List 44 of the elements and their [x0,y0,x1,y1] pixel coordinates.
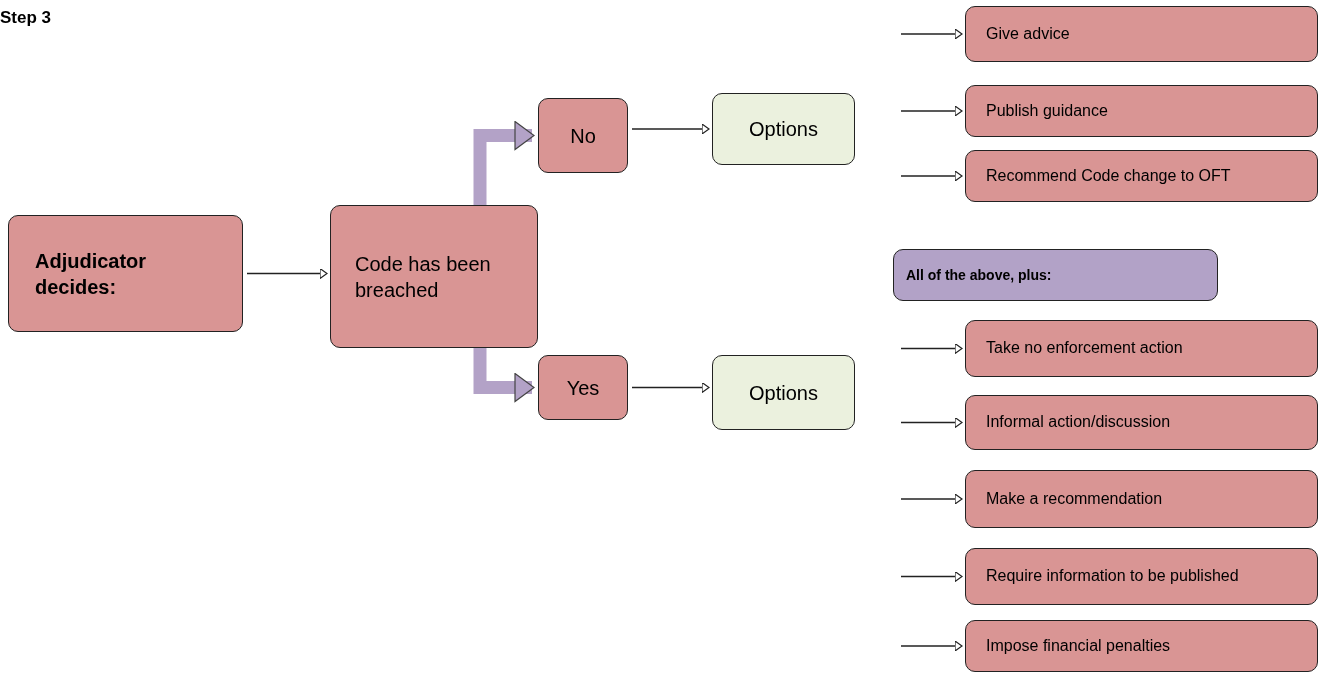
box-label: No [570,123,596,149]
arrow [473,120,535,205]
process-box [965,150,1318,202]
box-label: Impose financial penalties [986,635,1171,656]
arrow [631,123,710,135]
process-box [538,98,628,173]
process-box [965,548,1318,605]
arrow [900,416,963,429]
box-label: Informal action/discussion [986,412,1171,433]
arrow [900,570,963,583]
arrow [900,170,963,182]
box-label: Make a recommendation [986,488,1163,509]
process-box [965,470,1318,528]
arrow [900,342,963,355]
process-box [538,355,628,420]
options-box [712,93,855,165]
box-label: Take no enforcement action [986,338,1183,359]
process-box [965,6,1318,62]
box-label: Adjudicator decides: [35,248,148,300]
arrow [900,28,963,40]
process-box [330,205,538,348]
box-label: Options [749,117,818,142]
process-box [8,215,243,332]
box-label: Require information to be published [986,566,1239,587]
box-label: Yes [566,375,600,401]
title: Step 3 [0,8,52,28]
process-box [965,620,1318,672]
box-label: Recommend Code change to OFT [986,165,1231,186]
arrow [246,267,328,280]
process-box [965,85,1318,137]
box-label: Give advice [986,23,1070,44]
arrow [900,493,963,505]
box-label: Code has been breached [355,251,492,303]
note-box [893,249,1218,301]
arrow [473,348,535,403]
box-label: Publish guidance [986,100,1108,121]
options-box [712,355,855,430]
box-label: Options [749,380,818,406]
process-box [965,320,1318,377]
box-label: All of the above, plus: [906,265,1052,285]
arrow [900,105,963,117]
arrow [631,381,710,394]
process-box [965,395,1318,450]
arrow [900,640,963,652]
